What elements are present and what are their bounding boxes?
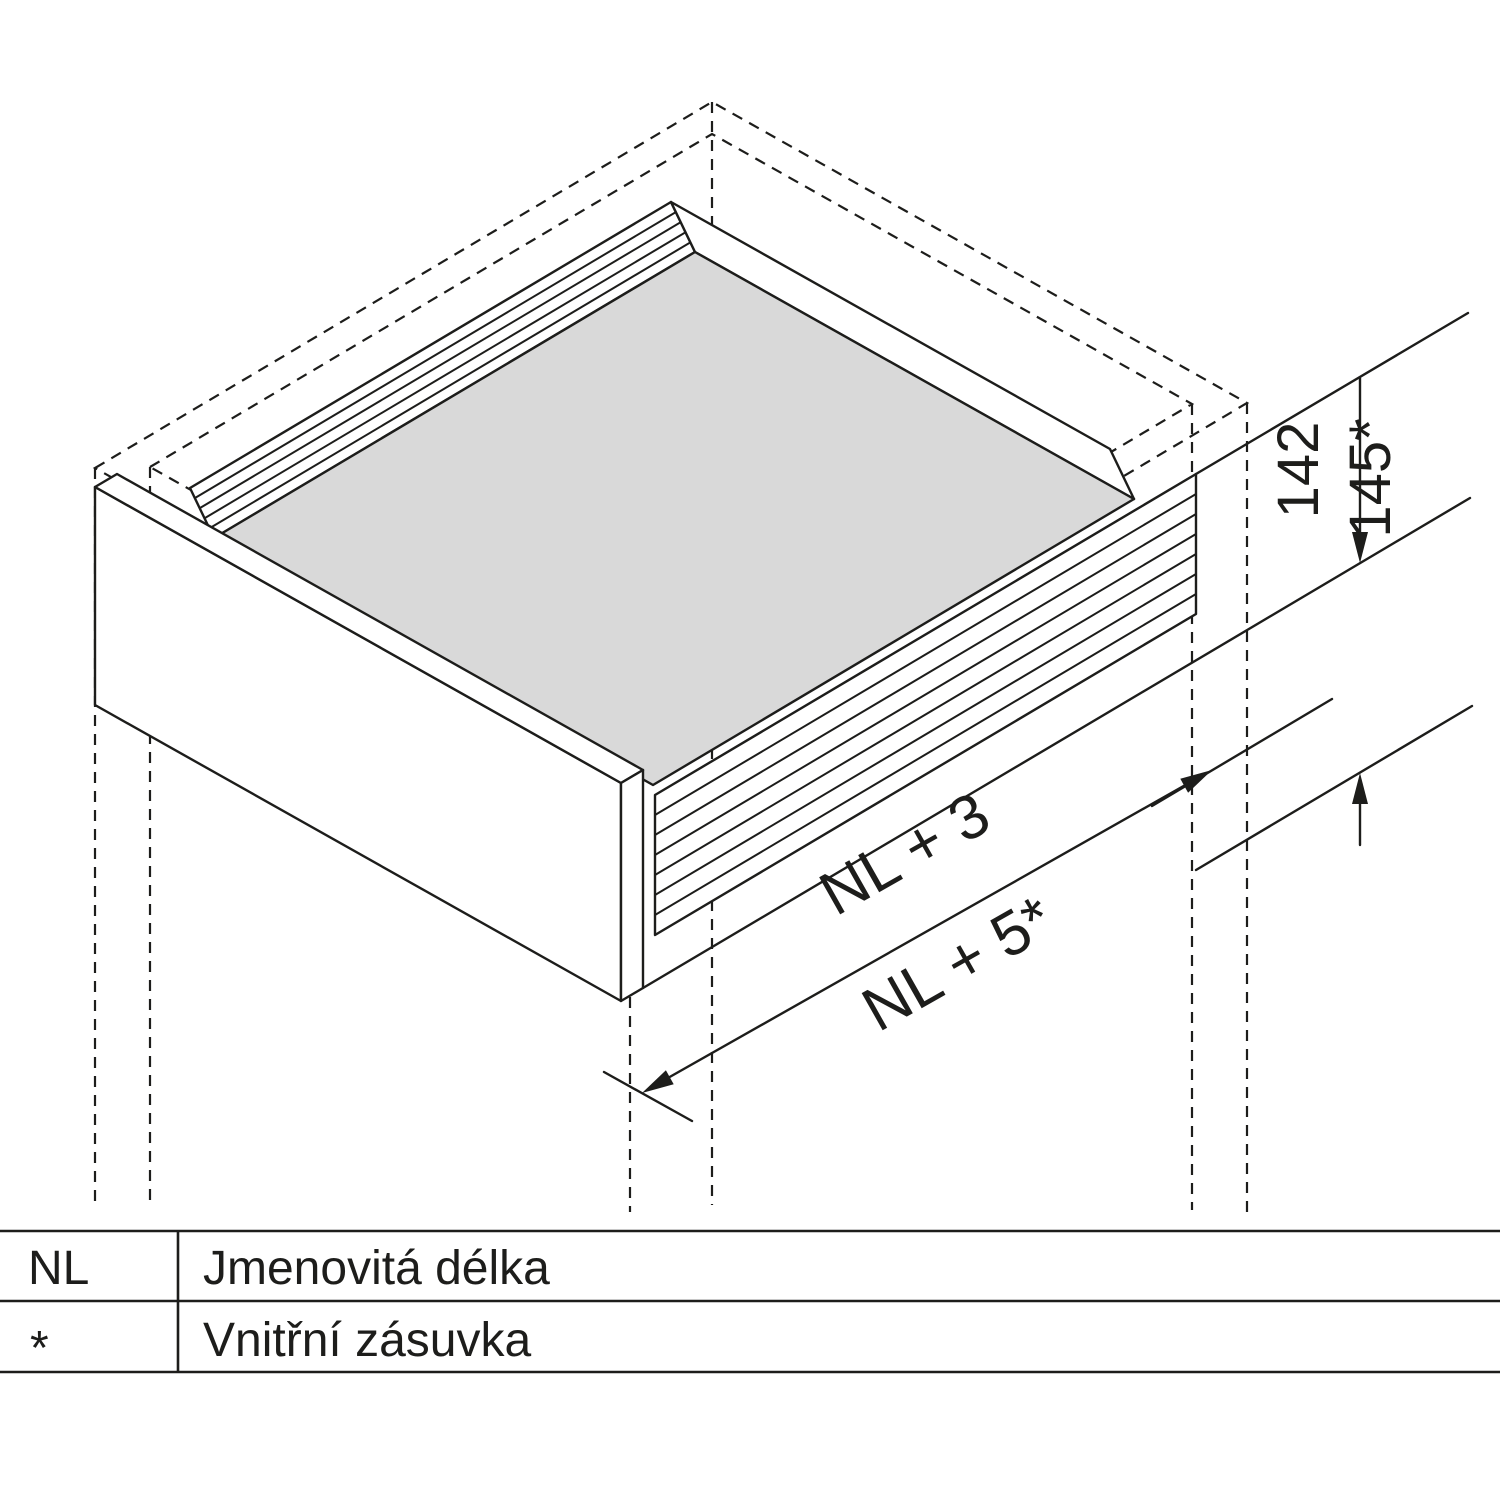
legend-definition-asterisk: Vnitřní zásuvka xyxy=(203,1314,531,1367)
dimension-label-length-inner: NL + 5* xyxy=(851,883,1064,1045)
dimension-arrow-line xyxy=(650,773,1205,1089)
drawer-side-left xyxy=(188,200,697,540)
arrowhead-left-icon xyxy=(642,1070,674,1093)
extension-line-length-left xyxy=(602,1070,694,1123)
legend-term-nl: NL xyxy=(28,1242,89,1295)
dimension-label-height-primary: 142 xyxy=(1266,422,1331,519)
dimension-height: 142 145* xyxy=(641,311,1474,990)
legend-row-asterisk: * Vnitřní zásuvka xyxy=(30,1314,531,1375)
arrowhead-right-icon xyxy=(1180,770,1212,793)
legend-term-asterisk: * xyxy=(30,1322,49,1375)
extension-line-middle xyxy=(641,496,1472,990)
legend-row-nl: NL Jmenovitá délka xyxy=(28,1242,550,1295)
extension-line-bottom xyxy=(1194,704,1474,872)
drawer-front-panel xyxy=(93,472,645,1003)
legend-definition-nl: Jmenovitá délka xyxy=(203,1242,550,1295)
arrowhead-up-icon xyxy=(1352,773,1368,804)
drawer-side-right xyxy=(653,472,1198,937)
legend-table: NL Jmenovitá délka * Vnitřní zásuvka xyxy=(0,1229,1500,1375)
drawer-front-end-face xyxy=(619,768,645,1003)
arrowhead-down-icon xyxy=(1352,532,1368,563)
extension-line-top xyxy=(1194,311,1470,476)
dimension-label-height-inner: 145* xyxy=(1338,418,1403,537)
drawer-assembly xyxy=(93,200,1198,1003)
